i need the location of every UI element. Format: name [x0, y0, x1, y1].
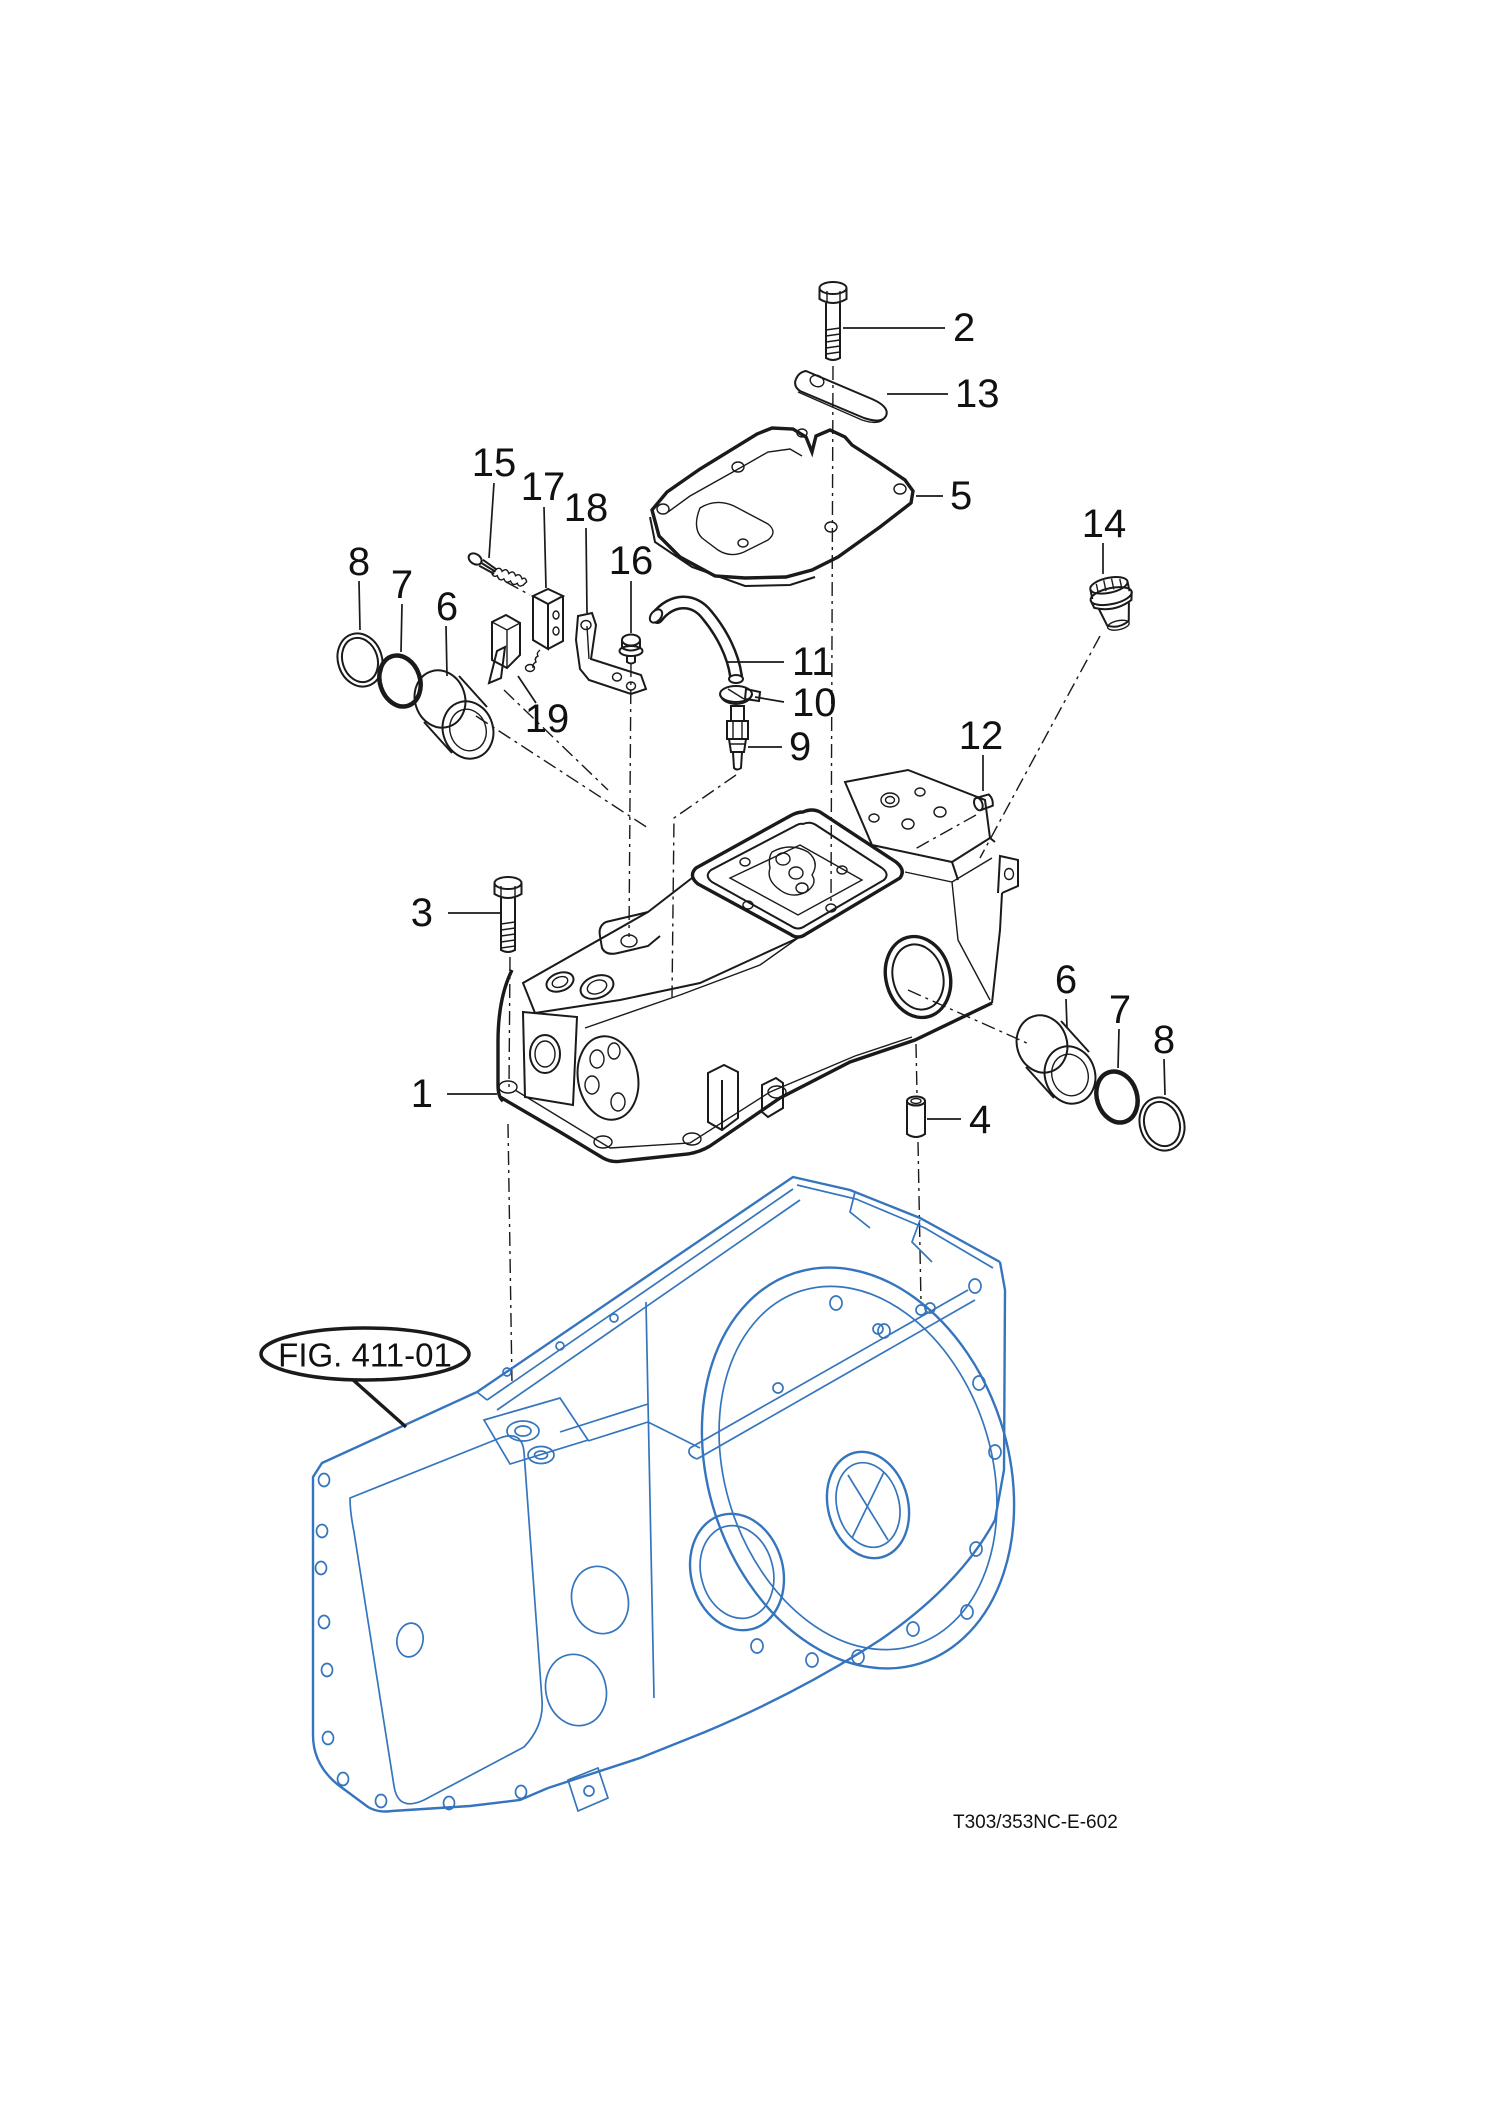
fig-ref-label: FIG. 411-01	[278, 1337, 452, 1374]
callout-number: 17	[521, 465, 566, 509]
cover-plate	[649, 426, 915, 588]
lock-plate-13	[794, 369, 888, 424]
callout-leader-line	[445, 625, 448, 677]
spring-bolt-15	[467, 552, 528, 587]
callout-5: 5	[916, 474, 972, 518]
callout-leader-line	[517, 675, 537, 704]
callout-number: 14	[1082, 502, 1127, 546]
callout-number: 7	[1109, 988, 1131, 1032]
detent-block-17	[524, 587, 566, 673]
hose-fitting-9	[726, 705, 749, 771]
bolt-2	[818, 281, 848, 361]
callout-number: 15	[472, 441, 517, 485]
plug-bolt-16	[618, 633, 644, 665]
callout-leader-line	[358, 580, 361, 631]
callout-number: 12	[959, 714, 1004, 758]
callout-leader-line	[1163, 1058, 1166, 1096]
detent-block-19	[487, 613, 521, 685]
front-flange-holes	[314, 1472, 528, 1811]
callout-leader-line	[585, 527, 588, 614]
callout-8: 8	[348, 540, 370, 631]
callout-16: 16	[609, 539, 654, 633]
callout-4: 4	[927, 1098, 991, 1142]
callout-number: 16	[609, 539, 654, 583]
callout-7: 7	[1109, 988, 1131, 1069]
callout-number: 6	[1055, 958, 1077, 1002]
snap-ring-8-left	[336, 632, 384, 688]
callout-number: 3	[411, 891, 433, 935]
doc-code: T303/353NC-E-602	[953, 1812, 1118, 1833]
callout-1: 1	[411, 1072, 497, 1116]
callout-8: 8	[1153, 1018, 1175, 1096]
callout-12: 12	[959, 714, 1004, 791]
upper-lift-housing	[496, 768, 1019, 1164]
pin-12	[972, 793, 994, 812]
lower-transmission-case	[311, 1175, 1016, 1813]
breather-plug-14	[1089, 575, 1133, 631]
callout-number: 8	[348, 540, 370, 584]
callout-6: 6	[436, 585, 458, 677]
snap-ring-8-right	[1138, 1096, 1186, 1152]
callout-number: 7	[391, 563, 413, 607]
l-bracket-18	[574, 611, 648, 696]
callout-18: 18	[564, 486, 609, 614]
callout-14: 14	[1082, 502, 1127, 574]
callout-10: 10	[754, 681, 837, 725]
callout-number: 19	[525, 697, 570, 741]
callout-number: 8	[1153, 1018, 1175, 1062]
callout-number: 1	[411, 1072, 433, 1116]
callout-13: 13	[887, 372, 1000, 416]
callout-leader-line	[754, 696, 785, 703]
fig-ref-bubble: FIG. 411-01	[259, 1326, 471, 1429]
bolt-3	[493, 876, 523, 953]
breather-hose-11	[648, 595, 744, 684]
callout-number: 2	[953, 306, 975, 350]
callout-leader-line	[1117, 1028, 1120, 1069]
callout-11: 11	[727, 640, 834, 684]
dowel-pin-4	[906, 1095, 926, 1138]
callout-number: 5	[950, 474, 972, 518]
assembly-centerlines	[475, 365, 1101, 1385]
o-ring-7-left	[377, 653, 423, 709]
bushing-6-right	[1015, 1014, 1097, 1105]
callout-number: 9	[789, 725, 811, 769]
callout-15: 15	[472, 441, 517, 559]
callout-number: 4	[969, 1098, 991, 1142]
callout-2: 2	[843, 306, 975, 350]
callout-3: 3	[411, 891, 500, 935]
callout-6: 6	[1055, 958, 1077, 1029]
callout-number: 6	[436, 585, 458, 629]
callout-number: 18	[564, 486, 609, 530]
callout-number: 10	[792, 681, 837, 725]
o-ring-7-right	[1094, 1069, 1140, 1125]
callout-number: 11	[792, 640, 834, 684]
callout-leader-line	[488, 482, 495, 559]
callout-number: 13	[955, 372, 1000, 416]
bell-flange-holes	[750, 1278, 1002, 1668]
callout-17: 17	[521, 465, 566, 589]
callout-9: 9	[748, 725, 811, 769]
callout-leader-line	[543, 506, 547, 589]
callout-leader-line	[1065, 998, 1068, 1029]
callout-19: 19	[517, 675, 570, 741]
hose-clamp-10	[719, 685, 762, 706]
callout-leader-line	[400, 603, 403, 653]
callout-7: 7	[391, 563, 413, 653]
bushing-6-left	[413, 669, 495, 760]
